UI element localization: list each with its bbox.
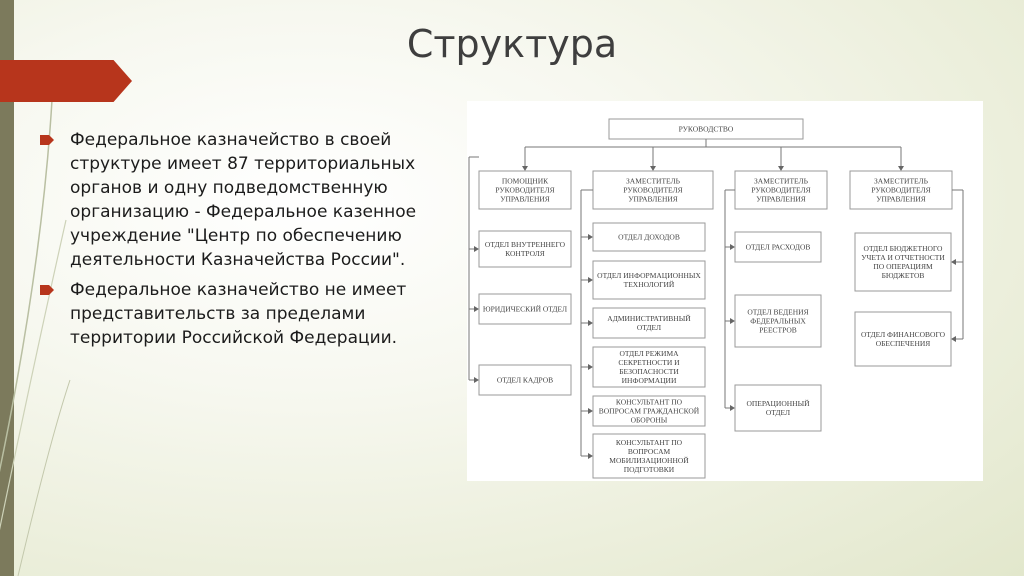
decorative-lines — [0, 99, 71, 576]
arrow-icon — [730, 405, 735, 411]
org-box-dept-label: ОТДЕЛ ДОХОДОВ — [618, 233, 680, 242]
arrow-icon — [588, 320, 593, 326]
arrow-icon — [474, 306, 479, 312]
slide-title: Структура — [406, 22, 618, 66]
org-box-dept: ЮРИДИЧЕСКИЙ ОТДЕЛ — [478, 293, 572, 325]
arrow-icon — [474, 377, 479, 383]
bullet-item: Федеральное казначейство не имеет предст… — [40, 278, 464, 350]
org-box-root-label: РУКОВОДСТВО — [679, 125, 734, 134]
left-decor-bar — [0, 0, 14, 576]
arrow-icon — [951, 336, 956, 342]
bullet-list: Федеральное казначейство в своей структу… — [40, 128, 464, 356]
bullet-item: Федеральное казначейство в своей структу… — [40, 128, 464, 272]
arrow-icon — [730, 318, 735, 324]
red-arrow-bullet-icon — [40, 135, 54, 145]
org-box-dept-label: ЮРИДИЧЕСКИЙ ОТДЕЛ — [483, 305, 567, 314]
red-arrow-bullet-icon — [40, 285, 54, 295]
bullet-text: Федеральное казначейство в своей структу… — [70, 130, 417, 270]
bullet-text: Федеральное казначейство не имеет предст… — [70, 280, 407, 348]
org-box-root: РУКОВОДСТВО — [608, 118, 804, 140]
org-box-dept: ОТДЕЛ ДОХОДОВ — [592, 222, 706, 252]
org-box-dept-label: ОТДЕЛ РАСХОДОВ — [746, 243, 811, 252]
org-box-dept: ОТДЕЛ КАДРОВ — [478, 364, 572, 396]
arrow-icon — [898, 166, 904, 171]
arrow-icon — [588, 277, 593, 283]
arrow-icon — [778, 166, 784, 171]
org-box-dept: ОТДЕЛ РАСХОДОВ — [734, 231, 822, 263]
arrow-icon — [730, 244, 735, 250]
arrow-icon — [588, 364, 593, 370]
arrow-icon — [588, 408, 593, 414]
arrow-icon — [951, 259, 956, 265]
arrow-icon — [522, 166, 528, 171]
arrow-icon — [650, 166, 656, 171]
org-box-dept-label: ОТДЕЛ КАДРОВ — [497, 376, 553, 385]
title-accent-shape — [0, 60, 132, 102]
arrow-icon — [588, 234, 593, 240]
arrow-icon — [474, 246, 479, 252]
arrow-icon — [588, 453, 593, 459]
